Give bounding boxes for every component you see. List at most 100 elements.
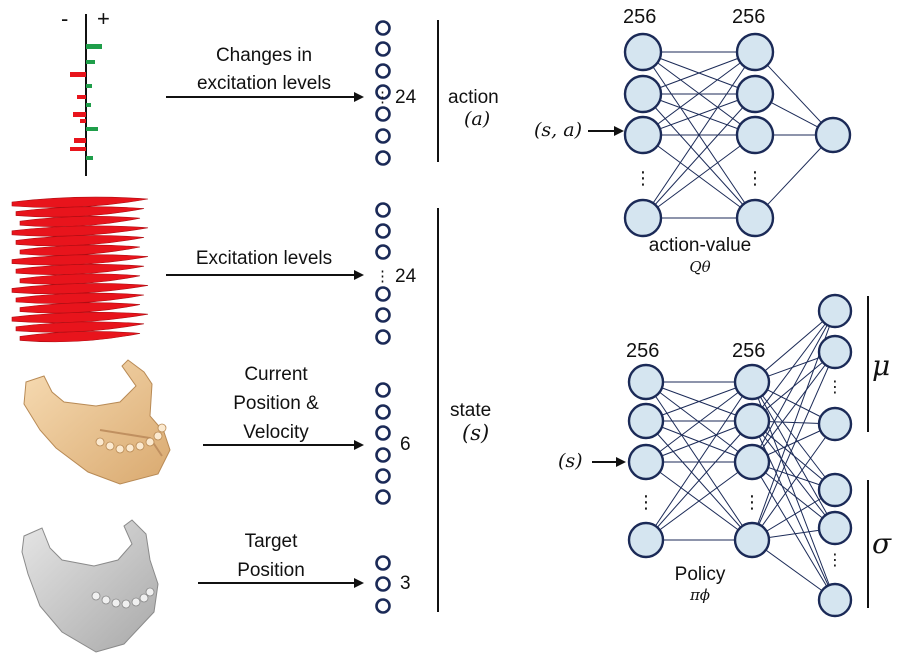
- bar-neg-4: [80, 119, 86, 123]
- policy-edge: [751, 351, 836, 541]
- policy-edge: [751, 420, 836, 601]
- critic-node-l1: [623, 115, 663, 155]
- plus-sign: +: [97, 6, 110, 31]
- policy-layer1-width: 256: [626, 340, 660, 362]
- critic-edge: [642, 51, 756, 219]
- muscle-fiber: [15, 235, 145, 247]
- input-vectors: [375, 20, 391, 614]
- policy-input-label: (s): [558, 450, 583, 472]
- bar-neg-1: [70, 72, 86, 77]
- muscle-fiber: [19, 273, 141, 285]
- mandible-target-graphic: [21, 519, 159, 653]
- excitation-vector-count: 24: [395, 266, 417, 287]
- muscle-fiber: [15, 292, 145, 304]
- critic-edge: [642, 93, 756, 136]
- policy-output-ellipsis: ⋮: [827, 377, 843, 396]
- target-label-line1: Target: [244, 531, 298, 552]
- state-bracket-symbol: (s): [462, 421, 490, 445]
- policy-name: Policy: [674, 564, 726, 585]
- excitation-label: Excitation levels: [195, 248, 333, 269]
- action-vector-node: [375, 128, 391, 144]
- policy-ellipsis-l2: ⋮: [743, 492, 761, 513]
- critic-layer2-width: 256: [732, 6, 766, 28]
- policy-node-l3: [817, 582, 853, 618]
- posvel-label-line1: Current: [244, 364, 308, 385]
- policy-node-l1: [627, 443, 665, 481]
- policy-ellipsis-l1: ⋮: [637, 492, 655, 513]
- policy-node-l1: [627, 521, 665, 559]
- critic-node-l2: [735, 198, 775, 238]
- critic-symbol: Qθ: [689, 258, 711, 276]
- policy-edge: [645, 461, 753, 541]
- policy-node-l2: [733, 363, 771, 401]
- posvel-vector-node: [375, 447, 391, 463]
- excitation-vector-node: [375, 329, 391, 345]
- policy-node-l3: [817, 406, 853, 442]
- excitation-vector-node: [375, 202, 391, 218]
- excitation-vector-node: [375, 223, 391, 239]
- bar-neg-6: [70, 147, 86, 151]
- critic-node-l2: [735, 115, 775, 155]
- action-vector-ellipsis: ⋮: [375, 89, 390, 106]
- policy-edge: [751, 310, 836, 383]
- muscle-fiber: [11, 311, 149, 323]
- policy-symbol: πϕ: [689, 586, 711, 604]
- policy-node-l3: [817, 510, 853, 546]
- bar-pos-2: [86, 60, 95, 64]
- policy-output-ellipsis: ⋮: [827, 550, 843, 569]
- changes-label-line1: Changes in: [215, 45, 313, 66]
- policy-edge: [645, 420, 753, 463]
- muscle-fiber: [11, 225, 149, 237]
- critic-node-l2: [735, 32, 775, 72]
- posvel-vector-node: [375, 425, 391, 441]
- muscle-fiber: [19, 302, 141, 314]
- muscle-fiber: [15, 206, 145, 218]
- policy-edge: [645, 381, 753, 541]
- policy-node-l3: [817, 334, 853, 370]
- critic-node-l1: [623, 198, 663, 238]
- policy-edge: [645, 381, 753, 463]
- muscle-fiber: [11, 254, 149, 266]
- muscle-fiber: [11, 283, 149, 295]
- action-vector-node: [375, 41, 391, 57]
- target-label-line2: Position: [237, 560, 305, 581]
- muscle-fiber: [11, 196, 149, 208]
- critic-name: action-value: [648, 235, 752, 256]
- muscle-fiber: [19, 331, 141, 343]
- policy-edge: [751, 423, 836, 541]
- critic-edge: [642, 134, 756, 219]
- action-bracket-symbol: (a): [464, 108, 491, 130]
- action-vector-count: 24: [395, 87, 417, 108]
- policy-edge: [751, 351, 836, 463]
- bar-pos-4: [86, 103, 91, 107]
- policy-edge: [645, 420, 753, 541]
- critic-node-l2: [735, 74, 775, 114]
- mandible-current-graphic: [23, 359, 171, 485]
- action-vector-node: [375, 63, 391, 79]
- posvel-vector-node: [375, 404, 391, 420]
- policy-edge: [645, 381, 753, 422]
- posvel-vector-node: [375, 489, 391, 505]
- action-vector-node: [375, 106, 391, 122]
- bar-pos-3: [86, 84, 92, 88]
- excitation-vector-node: [375, 307, 391, 323]
- excitation-vector-ellipsis: ⋮: [375, 268, 390, 285]
- action-bracket-label: action: [448, 87, 499, 108]
- critic-edge: [642, 51, 756, 136]
- critic-input-label: (s, a): [534, 119, 582, 141]
- policy-node-l2: [733, 443, 771, 481]
- critic-node-l1: [623, 74, 663, 114]
- critic-layer1-width: 256: [623, 6, 657, 28]
- bar-neg-5: [74, 138, 86, 143]
- policy-edge: [751, 381, 836, 491]
- policy-node-l3: [817, 472, 853, 508]
- critic-edge: [642, 51, 756, 95]
- sigma-label: σ: [872, 527, 892, 560]
- policy-node-l3: [817, 293, 853, 329]
- critic-node-l3: [814, 116, 852, 154]
- minus-sign: -: [61, 6, 69, 31]
- bar-pos-6: [86, 156, 93, 160]
- muscle-fiber: [15, 263, 145, 275]
- policy-node-l2: [733, 402, 771, 440]
